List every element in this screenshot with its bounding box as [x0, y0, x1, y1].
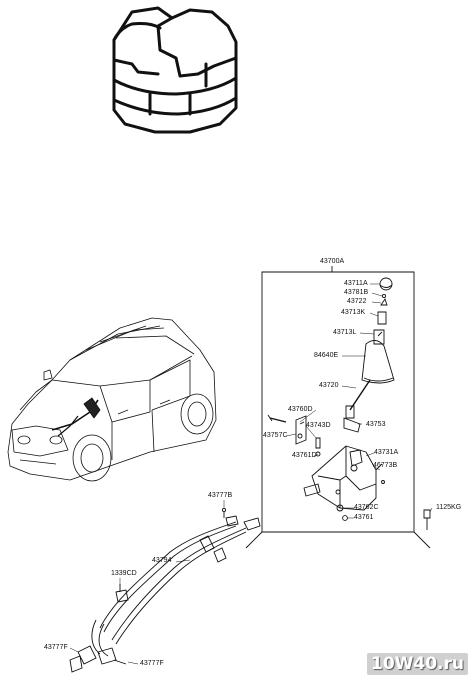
leader-lines — [69, 283, 433, 665]
label-46773B: 46773B — [373, 462, 398, 469]
label-43731A: 43731A — [374, 449, 399, 456]
label-1125KG: 1125KG — [436, 504, 462, 511]
bushing-detail-view — [112, 6, 238, 134]
label-43713K: 43713K — [341, 309, 366, 316]
assembly-box — [245, 266, 431, 549]
label-43761: 43761 — [354, 514, 374, 521]
bracket-parts — [267, 414, 431, 530]
label-1339CD: 1339CD — [111, 570, 137, 577]
label-43743D: 43743D — [306, 422, 331, 429]
label-43722: 43722 — [347, 298, 367, 305]
label-43777F-right: 43777F — [140, 660, 164, 667]
label-43781B: 43781B — [344, 289, 369, 296]
label-43711A: 43711A — [344, 280, 368, 287]
label-43777B: 43777B — [208, 492, 233, 499]
label-43760D: 43760D — [288, 406, 313, 413]
car-illustration — [7, 317, 217, 482]
label-84640E: 84640E — [314, 352, 339, 359]
label-43713L: 43713L — [333, 329, 357, 336]
label-43720: 43720 — [319, 382, 339, 389]
label-43700A: 43700A — [320, 258, 345, 265]
watermark-logo: 10W40.ru — [366, 653, 468, 675]
label-43753: 43753 — [366, 421, 386, 428]
shifter-housing — [303, 445, 385, 521]
shift-cables — [69, 507, 261, 673]
label-43757C: 43757C — [263, 432, 288, 439]
shift-lever-parts — [343, 277, 395, 433]
label-43794: 43794 — [152, 557, 172, 564]
label-43762C: 43762C — [354, 504, 379, 511]
label-43761D: 43761D — [292, 452, 317, 459]
label-43777F-left: 43777F — [44, 644, 68, 651]
